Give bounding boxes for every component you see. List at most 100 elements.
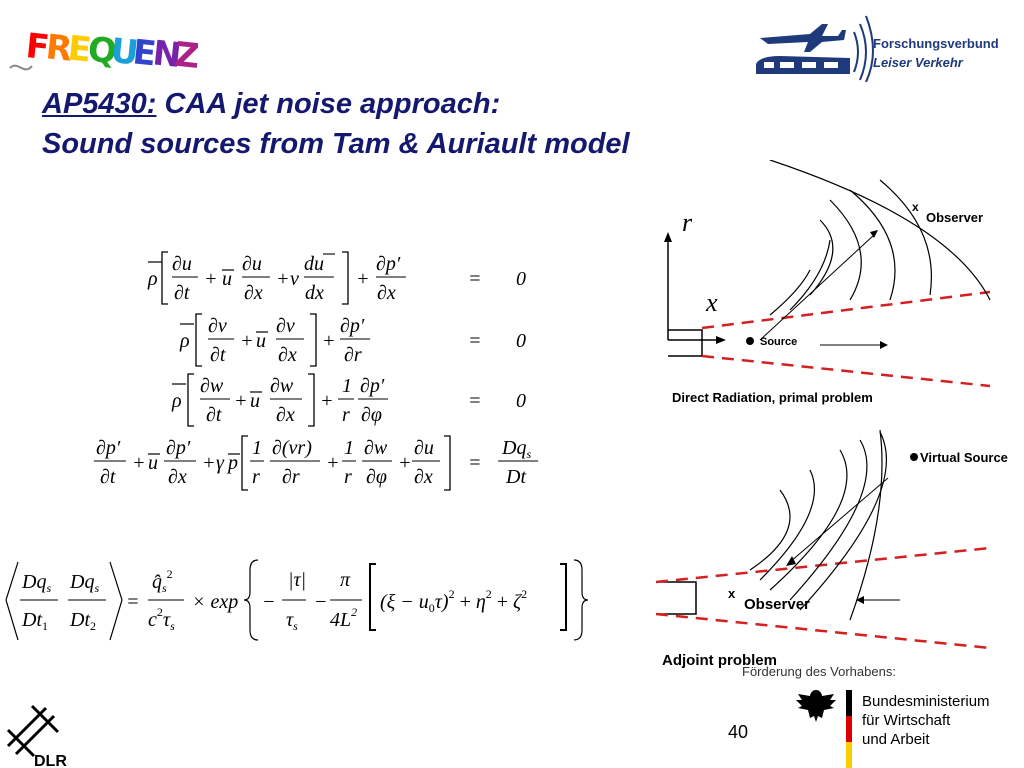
frequenz-letter: N	[151, 33, 183, 76]
svg-text:ρ: ρ	[179, 330, 190, 352]
svg-text:Dt: Dt	[505, 466, 526, 488]
ministry-line-1: Bundesministerium	[862, 693, 990, 710]
forschungsverbund-name: Forschungsverbund	[873, 36, 999, 51]
svg-text:1: 1	[342, 375, 352, 397]
foerderung-text: Förderung des Vorhabens:	[742, 664, 896, 679]
svg-text:ρ: ρ	[171, 390, 182, 412]
svg-text:∂r: ∂r	[282, 466, 300, 488]
svg-text:τs: τs	[286, 609, 298, 633]
svg-text:∂p′: ∂p′	[96, 437, 121, 459]
svg-text:(ξ − u0τ)2 + η2 + ζ2: (ξ − u0τ)2 + η2 + ζ2	[380, 587, 527, 615]
svg-text:1: 1	[252, 437, 262, 459]
page-number: 40	[728, 722, 749, 742]
svg-text:Dt1: Dt1	[21, 609, 48, 633]
svg-text:|τ|: |τ|	[288, 569, 306, 591]
svg-text:u: u	[148, 452, 158, 474]
svg-text:r: r	[342, 404, 350, 426]
svg-text:+: +	[204, 268, 218, 290]
title-line1-rest: CAA jet noise approach:	[156, 88, 501, 120]
ministry-name: Bundesministerium für Wirtschaft und Arb…	[862, 692, 990, 749]
frequenz-letter: E	[66, 28, 93, 70]
svg-text:4L2: 4L2	[330, 605, 357, 631]
axis-r-label: r	[682, 208, 693, 237]
svg-text:∂x: ∂x	[377, 282, 396, 304]
svg-text:+: +	[234, 390, 248, 412]
adjoint-observer-marker: x	[728, 586, 736, 601]
adjoint-problem-diagram: Virtual Source x Observer Adjoint proble…	[650, 430, 1024, 675]
svg-text:∂w: ∂w	[270, 375, 294, 397]
frequenz-letter: F	[24, 26, 51, 68]
svg-text:u: u	[250, 390, 260, 412]
svg-text:∂u: ∂u	[242, 253, 262, 275]
leiser-verkehr-name: Leiser Verkehr	[873, 55, 963, 70]
slide-title: AP5430: CAA jet noise approach: Sound so…	[42, 84, 772, 164]
direct-radiation-caption: Direct Radiation, primal problem	[672, 390, 873, 405]
svg-text:c2τs: c2τs	[148, 605, 175, 633]
svg-text:+: +	[326, 452, 340, 474]
svg-text:Dqs: Dqs	[501, 437, 531, 461]
svg-text:+: +	[240, 330, 254, 352]
svg-text:+: +	[132, 452, 146, 474]
svg-text:+: +	[320, 390, 334, 412]
svg-text:∂w: ∂w	[364, 437, 388, 459]
svg-text:0: 0	[516, 330, 526, 352]
svg-text:=: =	[468, 330, 482, 352]
svg-text:γ: γ	[216, 452, 225, 474]
adjoint-observer-label: Observer	[744, 596, 810, 613]
svg-text:Dqs: Dqs	[21, 571, 51, 595]
svg-text:+: +	[356, 268, 370, 290]
dlr-wordmark: DLR	[34, 753, 67, 768]
svg-text:∂t: ∂t	[100, 466, 116, 488]
svg-text:∂p′: ∂p′	[340, 315, 365, 337]
forschungsverbund-logo	[756, 15, 874, 82]
dlr-logo: DLR	[6, 704, 67, 768]
federal-eagle-icon	[796, 690, 836, 722]
svg-text:× exp: × exp	[192, 591, 238, 613]
svg-text:∂v: ∂v	[276, 315, 295, 337]
svg-text:ρ: ρ	[147, 268, 158, 290]
equation-r-momentum: ρ ∂v∂t + u ∂v∂x + ∂p′∂r =0	[179, 313, 526, 367]
svg-text:∂u: ∂u	[172, 253, 192, 275]
title-line-1: AP5430: CAA jet noise approach:	[42, 84, 772, 124]
svg-text:dx: dx	[305, 282, 324, 304]
svg-text:π: π	[340, 569, 351, 591]
svg-text:du: du	[304, 253, 324, 275]
svg-text:∂p′: ∂p′	[376, 253, 401, 275]
svg-text:r: r	[344, 466, 352, 488]
svg-text:q̂s2: q̂s2	[152, 567, 173, 595]
adjoint-caption: Adjoint problem	[662, 652, 777, 669]
svg-text:∂φ: ∂φ	[361, 404, 382, 426]
adjoint-drawing	[655, 430, 991, 650]
axis-x-label: x	[706, 288, 718, 317]
svg-text:r: r	[252, 466, 260, 488]
svg-text:∂x: ∂x	[244, 282, 263, 304]
svg-text:∂u: ∂u	[414, 437, 434, 459]
svg-text:0: 0	[516, 268, 526, 290]
frequenz-letter: Z	[173, 35, 198, 77]
svg-text:u: u	[256, 330, 266, 352]
svg-text:+: +	[398, 452, 412, 474]
svg-text:∂t: ∂t	[174, 282, 190, 304]
equation-pressure: ∂p′∂t + u ∂p′∂x + γ p 1r ∂(vr)∂r + 1r ∂w…	[94, 435, 538, 491]
frequenz-logo: F R E Q U E N Z	[9, 26, 198, 77]
svg-text:+: +	[276, 268, 290, 290]
svg-text:p: p	[226, 452, 238, 474]
title-code: AP5430:	[42, 88, 157, 120]
svg-text:=: =	[468, 390, 482, 412]
svg-text:∂t: ∂t	[210, 344, 226, 366]
svg-text:∂φ: ∂φ	[366, 466, 387, 488]
svg-text:∂w: ∂w	[200, 375, 224, 397]
german-flag-bar	[846, 690, 852, 768]
svg-text:=: =	[468, 268, 482, 290]
equation-phi-momentum: ρ ∂w∂t + u ∂w∂x + 1r ∂p′∂φ =0	[171, 373, 526, 427]
svg-text:=: =	[468, 452, 482, 474]
frequenz-letter: Q	[86, 30, 119, 73]
observer-marker: x	[912, 200, 919, 214]
svg-text:1: 1	[344, 437, 354, 459]
title-line-2: Sound sources from Tam & Auriault model	[42, 128, 630, 160]
svg-text:−: −	[262, 591, 276, 613]
svg-text:−: −	[314, 591, 328, 613]
virtual-source-label: Virtual Source	[920, 450, 1008, 465]
